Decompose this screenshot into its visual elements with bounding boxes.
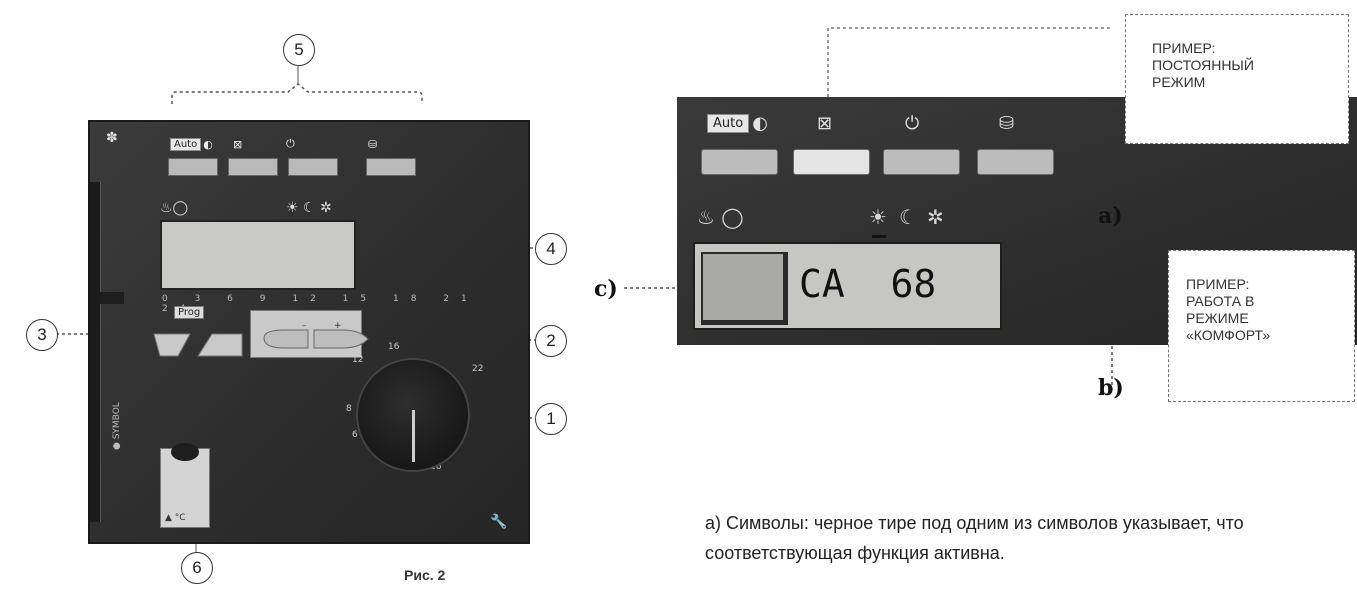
- callout-5: 5: [283, 34, 315, 66]
- standby-power-icon: ⏻: [286, 137, 295, 150]
- dial-number-22: 22: [472, 364, 484, 374]
- room-sensor: ▲ °C: [160, 443, 210, 528]
- bracket-5: [171, 83, 423, 104]
- marker-c: c): [594, 276, 618, 302]
- wrench-icon: 🔧: [490, 514, 508, 530]
- callout-2: 2: [535, 325, 567, 357]
- panel-screw-icon: ✽: [106, 130, 118, 146]
- note-constant-mode-box: [1125, 14, 1349, 144]
- sensor-label: ▲ °C: [165, 513, 186, 523]
- note-constant-mode: ПРИМЕР: ПОСТОЯННЫЙ РЕЖИМ: [1152, 40, 1254, 90]
- hot-water-icon: ⛁: [368, 137, 378, 151]
- leader-constant-mode: [827, 27, 1110, 97]
- callout-4: 4: [535, 233, 567, 265]
- panel-side-rail: [90, 182, 101, 522]
- zoom-auto-mode-icon: Auto◐: [707, 111, 768, 135]
- auto-label: Auto: [170, 137, 202, 151]
- prog-buttons[interactable]: [150, 322, 250, 362]
- legend-a-text: а) Символы: черное тире под одним из сим…: [705, 513, 1244, 563]
- zoom-boiler-flame-icon: ♨ ◯: [697, 205, 744, 229]
- manual-mode-icon: ⊠: [233, 137, 243, 151]
- dial-number-6: 6: [352, 430, 358, 440]
- callout-6: 6: [181, 552, 213, 584]
- marker-b: b): [1098, 375, 1124, 401]
- time-scale-ticks: 0 3 6 9 12 15 18 21 24: [162, 294, 479, 314]
- lcd-mode-box: [701, 252, 788, 325]
- active-function-dash: [872, 235, 886, 238]
- note-comfort-mode: ПРИМЕР: РАБОТА В РЕЖИМЕ «КОМФОРТ»: [1186, 276, 1271, 343]
- day-night-frost-icons: ☀ ☾ ✲: [286, 200, 332, 216]
- zoomed-display-panel: Auto◐ ⊠ ⏻ ⛁ ♨ ◯ ☀ ☾ ✲ CA 68: [677, 97, 1357, 345]
- zoom-mode-button-auto[interactable]: [701, 149, 778, 175]
- svg-text:–: –: [302, 321, 307, 331]
- dial-number-12: 12: [352, 355, 364, 365]
- lcd-readout: CA 68: [799, 262, 937, 306]
- svg-text:+: +: [334, 321, 342, 331]
- mode-button-manual[interactable]: [228, 158, 278, 176]
- zoom-mode-button-standby[interactable]: [883, 149, 960, 175]
- dial-number-16: 16: [388, 342, 400, 352]
- thermostat-panel: ✽ Auto◐ ⊠ ⏻ ⛁ ♨◯ ☀ ☾ ✲ 0 3 6 9 12 15 18 …: [88, 120, 530, 544]
- panel-rail-notch: [100, 292, 124, 304]
- mode-button-standby[interactable]: [288, 158, 338, 176]
- zoom-frost-icon: ✲: [927, 205, 944, 229]
- lcd-display: [160, 220, 356, 290]
- plus-minus-buttons[interactable]: – +: [260, 318, 372, 352]
- note-comfort-mode-box: [1168, 250, 1355, 402]
- zoom-manual-mode-icon: ⊠: [817, 112, 833, 134]
- dial-number-8: 8: [346, 404, 352, 414]
- dial-pointer: [412, 410, 415, 462]
- zoom-sun-icon: ☀: [869, 205, 887, 229]
- figure-caption: Рис. 2: [404, 567, 446, 583]
- callout-3: 3: [26, 319, 58, 351]
- auto-mode-icon: Auto◐: [170, 136, 213, 152]
- temperature-dial[interactable]: [358, 360, 468, 470]
- boiler-flame-icon: ♨◯: [160, 200, 189, 216]
- zoom-moon-icon: ☾: [899, 205, 917, 229]
- mode-button-hot-water[interactable]: [366, 158, 416, 176]
- zoom-hot-water-icon: ⛁: [999, 112, 1015, 134]
- zoom-auto-label: Auto: [707, 113, 750, 133]
- model-vertical-label: ● SYMBOL: [112, 402, 122, 450]
- marker-a: a): [1098, 203, 1123, 229]
- callout-1: 1: [535, 403, 567, 435]
- zoom-lcd-display: CA 68: [693, 242, 1002, 330]
- zoom-standby-icon: ⏻: [905, 112, 920, 134]
- dial-number-26: 26: [430, 462, 442, 472]
- prog-label: Prog: [174, 306, 205, 319]
- sensor-cap: [171, 443, 199, 461]
- zoom-mode-button-hot-water[interactable]: [977, 149, 1054, 175]
- zoom-mode-button-manual[interactable]: [793, 149, 870, 175]
- mode-button-auto[interactable]: [168, 158, 218, 176]
